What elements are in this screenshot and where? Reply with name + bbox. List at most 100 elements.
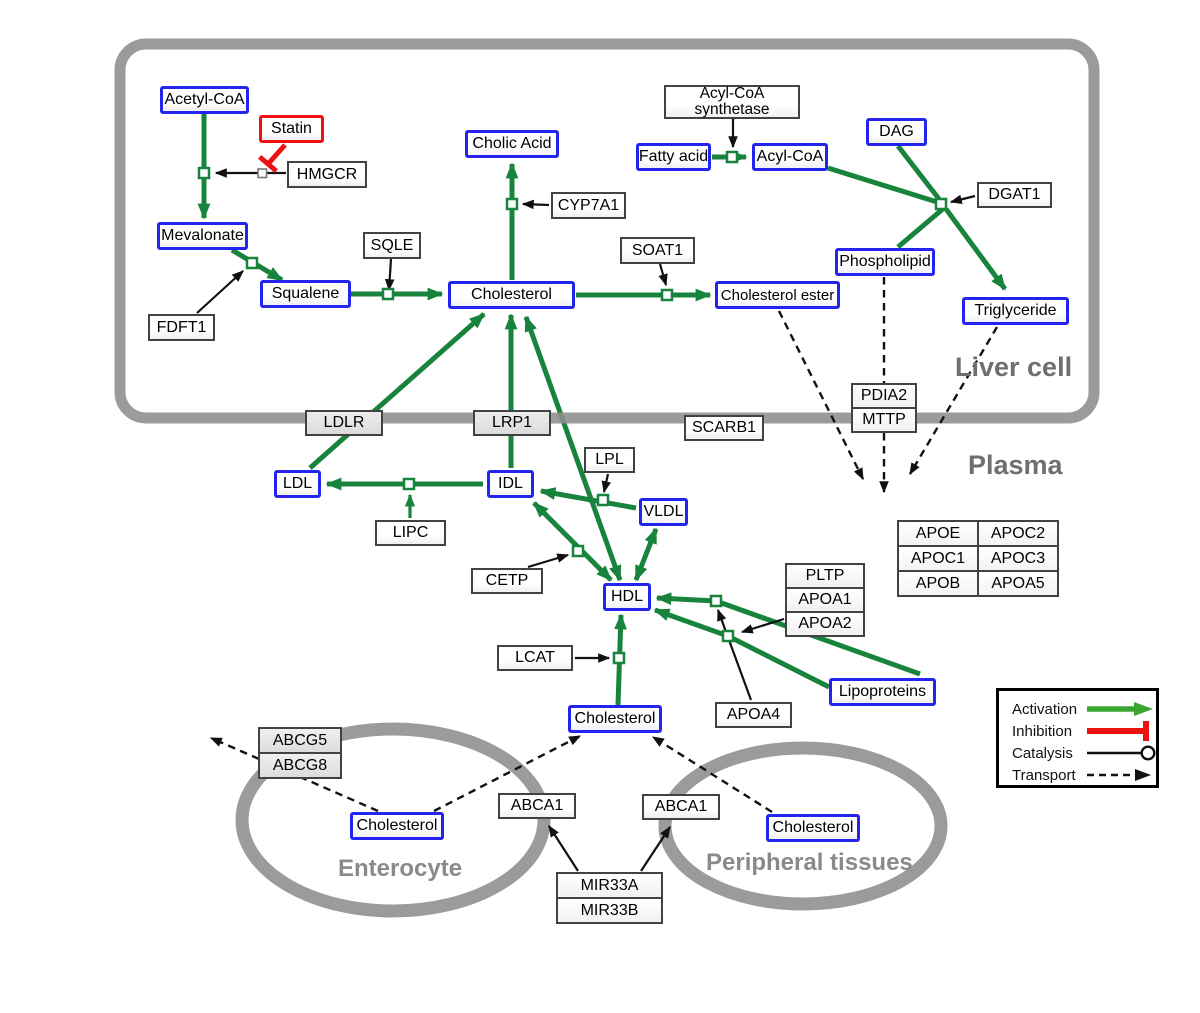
node-mevalonate[interactable]: Mevalonate: [157, 222, 248, 250]
node-soat1[interactable]: SOAT1: [620, 237, 695, 264]
legend: Activation Inhibition Catalysis Transpor…: [996, 688, 1159, 788]
transport-arrow-icon: [1087, 769, 1152, 781]
node-squalene[interactable]: Squalene: [260, 280, 351, 308]
statin-tbar: [257, 154, 279, 174]
table-pdia2-mttp[interactable]: PDIA2 MTTP: [851, 383, 917, 433]
table-cell-apoc2[interactable]: APOC2: [977, 520, 1059, 547]
inhibition-tbar-icon: [1087, 721, 1150, 741]
table-cell-abcg5[interactable]: ABCG5: [258, 727, 342, 754]
reaction-sqle: [381, 287, 395, 301]
table-cell-pdia2[interactable]: PDIA2: [851, 383, 917, 409]
legend-activation-label: Activation: [1012, 700, 1078, 718]
legend-inhibition-label: Inhibition: [1012, 722, 1073, 740]
node-scarb1[interactable]: SCARB1: [684, 415, 764, 441]
edge-enterocyte-cholesterol-plasma: [433, 734, 582, 813]
activation-arrow-icon: [1087, 702, 1154, 716]
edge-triglyceride-plasma: [908, 326, 999, 476]
reaction-fdft1: [245, 256, 259, 270]
node-phospholipid[interactable]: Phospholipid: [835, 248, 935, 276]
edge-acylcoa-junction: [827, 165, 938, 205]
table-cell-apoe[interactable]: APOE: [897, 520, 979, 547]
node-ldlr[interactable]: LDLR: [305, 410, 383, 436]
node-cholesterol-plasma[interactable]: Cholesterol: [568, 705, 662, 733]
edge-apoa4-catalysis: [716, 608, 753, 701]
legend-catalysis: Catalysis: [1012, 742, 1156, 764]
node-lipoproteins[interactable]: Lipoproteins: [829, 678, 936, 706]
node-statin[interactable]: Statin: [259, 115, 324, 143]
edge-junction-triglyceride: [943, 207, 1008, 291]
node-vldl[interactable]: VLDL: [639, 498, 688, 526]
legend-transport: Transport: [1012, 764, 1156, 786]
reaction-cetp: [571, 544, 585, 558]
reaction-hmgcr: [197, 166, 211, 180]
table-mir33[interactable]: MIR33A MIR33B: [556, 872, 663, 924]
node-cholic-acid[interactable]: Cholic Acid: [465, 130, 559, 158]
node-triglyceride[interactable]: Triglyceride: [962, 297, 1069, 325]
reaction-lipc: [402, 477, 416, 491]
node-acyl-coa[interactable]: Acyl-CoA: [752, 143, 828, 171]
table-cell-apoa1[interactable]: APOA1: [785, 587, 865, 613]
table-cell-apob[interactable]: APOB: [897, 570, 979, 597]
table-apolipoproteins[interactable]: APOE APOC2 APOC1 APOC3 APOB APOA5: [897, 520, 1059, 597]
node-sqle[interactable]: SQLE: [363, 232, 421, 259]
edge-mir33-abca1-right: [640, 825, 671, 872]
node-abca1-enterocyte[interactable]: ABCA1: [498, 793, 576, 819]
reaction-acs: [725, 150, 739, 164]
table-cell-apoc3[interactable]: APOC3: [977, 545, 1059, 572]
reaction-soat1: [660, 288, 674, 302]
node-cetp[interactable]: CETP: [471, 568, 543, 594]
table-cell-apoa2[interactable]: APOA2: [785, 611, 865, 637]
table-cell-mir33a[interactable]: MIR33A: [556, 872, 663, 899]
table-cell-apoa5[interactable]: APOA5: [977, 570, 1059, 597]
table-cell-abcg8[interactable]: ABCG8: [258, 752, 342, 779]
legend-transport-label: Transport: [1012, 766, 1076, 784]
node-dgat1[interactable]: DGAT1: [977, 182, 1052, 208]
edge-ldl-cholesterol: [308, 312, 486, 470]
reaction-lpl: [596, 493, 610, 507]
table-cell-mttp[interactable]: MTTP: [851, 407, 917, 433]
edge-pltp-catalysis: [740, 617, 785, 634]
node-cholesterol-enterocyte[interactable]: Cholesterol: [350, 812, 444, 840]
node-lpl[interactable]: LPL: [584, 447, 635, 473]
edge-fdft1-catalysis: [196, 270, 244, 314]
node-idl[interactable]: IDL: [487, 470, 534, 498]
catalysis-anchor-square: [257, 168, 268, 179]
legend-catalysis-label: Catalysis: [1012, 744, 1073, 762]
node-hdl[interactable]: HDL: [603, 583, 651, 611]
node-abca1-peripheral[interactable]: ABCA1: [642, 794, 720, 820]
table-pltp-apoa[interactable]: PLTP APOA1 APOA2: [785, 563, 865, 637]
node-lrp1[interactable]: LRP1: [473, 410, 551, 436]
edge-hdl-idl: [532, 501, 613, 582]
peripheral-tissues-label: Peripheral tissues: [706, 849, 913, 876]
node-acyl-coa-synthetase[interactable]: Acyl-CoA synthetase: [664, 85, 800, 119]
node-acetyl-coa[interactable]: Acetyl-CoA: [160, 86, 249, 114]
node-apoa4[interactable]: APOA4: [715, 702, 792, 728]
table-cell-apoc1[interactable]: APOC1: [897, 545, 979, 572]
edge-vldl-idl: [539, 487, 637, 511]
node-fatty-acid[interactable]: Fatty acid: [636, 143, 711, 171]
node-dag[interactable]: DAG: [866, 118, 927, 146]
node-cyp7a1[interactable]: CYP7A1: [551, 192, 626, 219]
node-cholesterol-ester[interactable]: Cholesterol ester: [715, 281, 840, 309]
node-lcat[interactable]: LCAT: [497, 645, 573, 671]
edge-dgat1-catalysis: [949, 194, 976, 205]
table-cell-mir33b[interactable]: MIR33B: [556, 897, 663, 924]
liver-cell-label: Liver cell: [955, 352, 1073, 382]
node-hmgcr[interactable]: HMGCR: [287, 161, 367, 188]
table-cell-pltp[interactable]: PLTP: [785, 563, 865, 589]
node-cholesterol-peripheral[interactable]: Cholesterol: [766, 814, 860, 842]
edge-junction-phospholipid: [896, 206, 946, 249]
reaction-pltp: [721, 629, 735, 643]
edge-cyp7a1-catalysis: [521, 199, 550, 210]
edge-dag-junction: [896, 144, 941, 201]
node-cholesterol-liver[interactable]: Cholesterol: [448, 281, 575, 309]
inhibition-edge: [257, 143, 287, 179]
edge-cetp-catalysis: [527, 553, 570, 569]
node-lipc[interactable]: LIPC: [375, 520, 446, 546]
table-abcg[interactable]: ABCG5 ABCG8: [258, 727, 342, 779]
edge-sqle-catalysis: [384, 258, 395, 292]
node-ldl[interactable]: LDL: [274, 470, 321, 498]
node-fdft1[interactable]: FDFT1: [148, 314, 215, 341]
